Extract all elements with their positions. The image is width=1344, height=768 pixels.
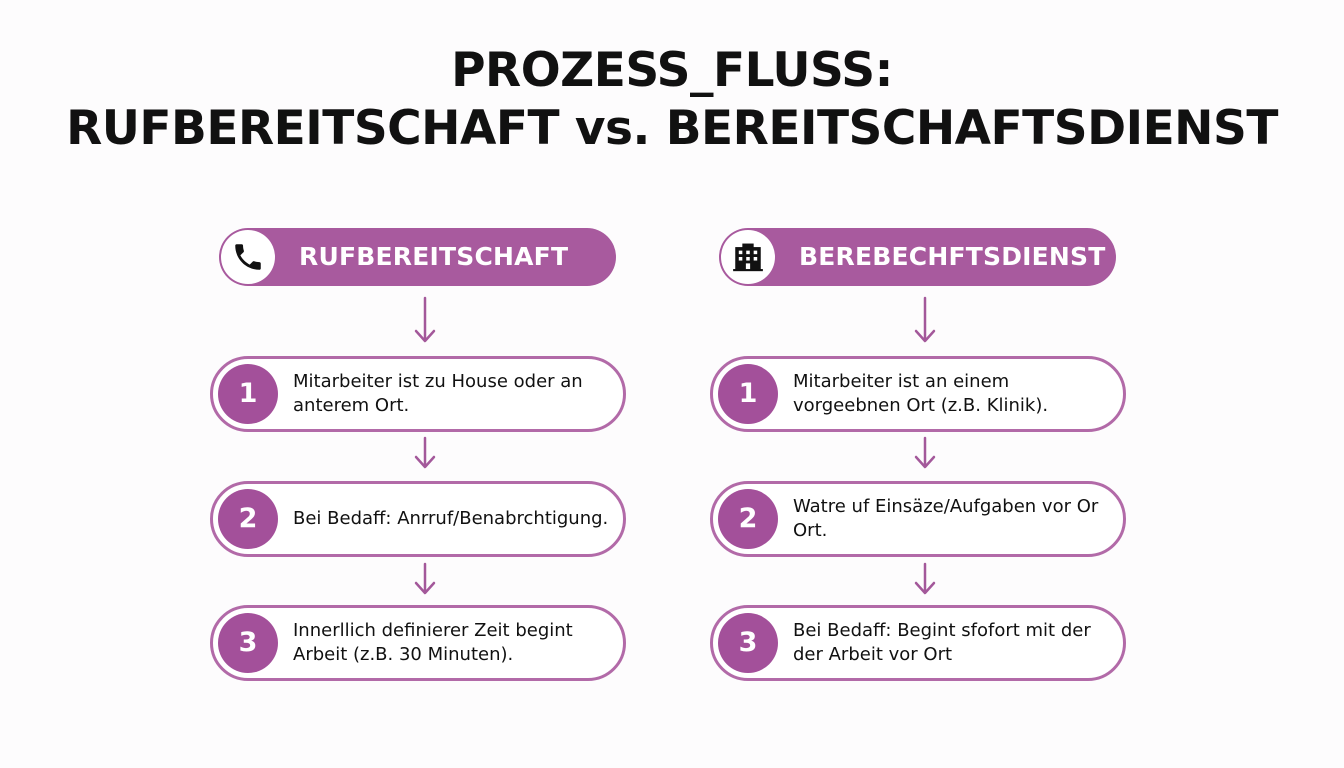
- rufbereitschaft-column: RUFBEREITSCHAFT 1 Mitarbeiter ist zu Hou…: [210, 0, 630, 768]
- arrow-down-icon: [914, 296, 936, 343]
- step-number-badge: 3: [218, 613, 278, 673]
- bereitschaftsdienst-step-3: 3 Bei Bedaff: Begint sfofort mit der der…: [710, 605, 1126, 681]
- step-text: Mitarbeiter ist zu House oder an anterem…: [293, 371, 583, 416]
- step-text: Watre uf Einsäze/Aufgaben vor Or Ort.: [793, 496, 1099, 541]
- rufbereitschaft-step-1: 1 Mitarbeiter ist zu House oder an anter…: [210, 356, 626, 432]
- step-text: Bei Bedaff: Anrruf/Benabrchtigung.: [293, 508, 609, 529]
- rufbereitschaft-step-2: 2 Bei Bedaff: Anrruf/Benabrchtigung.: [210, 481, 626, 557]
- title-line-2: RUFBEREITSCHAFT vs. BEREITSCHAFTSDIENST: [66, 101, 1278, 156]
- step-number-badge: 2: [718, 489, 778, 549]
- step-number-badge: 3: [718, 613, 778, 673]
- arrow-down-icon: [414, 436, 436, 469]
- phone-icon: [221, 230, 275, 284]
- title-line-1: PROZESS_FLUSS:: [451, 43, 893, 98]
- step-text: Bei Bedaff: Begint sfofort mit der der A…: [793, 620, 1091, 665]
- bereitschaftsdienst-header: BEREBECHFTSDIENST: [719, 228, 1116, 286]
- step-number-badge: 2: [218, 489, 278, 549]
- building-icon: [721, 230, 775, 284]
- step-text: Innerllich definierer Zeit begint Arbeit…: [293, 620, 573, 665]
- bereitschaftsdienst-column: BEREBECHFTSDIENST 1 Mitarbeiter ist an e…: [710, 0, 1130, 768]
- step-number-badge: 1: [718, 364, 778, 424]
- arrow-down-icon: [414, 296, 436, 343]
- step-number-badge: 1: [218, 364, 278, 424]
- bereitschaftsdienst-step-1: 1 Mitarbeiter ist an einem vorgeebnen Or…: [710, 356, 1126, 432]
- step-text: Mitarbeiter ist an einem vorgeebnen Ort …: [793, 371, 1049, 416]
- arrow-down-icon: [914, 562, 936, 595]
- arrow-down-icon: [414, 562, 436, 595]
- rufbereitschaft-step-3: 3 Innerllich definierer Zeit begint Arbe…: [210, 605, 626, 681]
- arrow-down-icon: [914, 436, 936, 469]
- bereitschaftsdienst-step-2: 2 Watre uf Einsäze/Aufgaben vor Or Ort.: [710, 481, 1126, 557]
- bereitschaftsdienst-label: BEREBECHFTSDIENST: [799, 242, 1106, 271]
- rufbereitschaft-label: RUFBEREITSCHAFT: [299, 242, 569, 271]
- rufbereitschaft-header: RUFBEREITSCHAFT: [219, 228, 616, 286]
- page-title: PROZESS_FLUSS: RUFBEREITSCHAFT vs. BEREI…: [0, 42, 1344, 158]
